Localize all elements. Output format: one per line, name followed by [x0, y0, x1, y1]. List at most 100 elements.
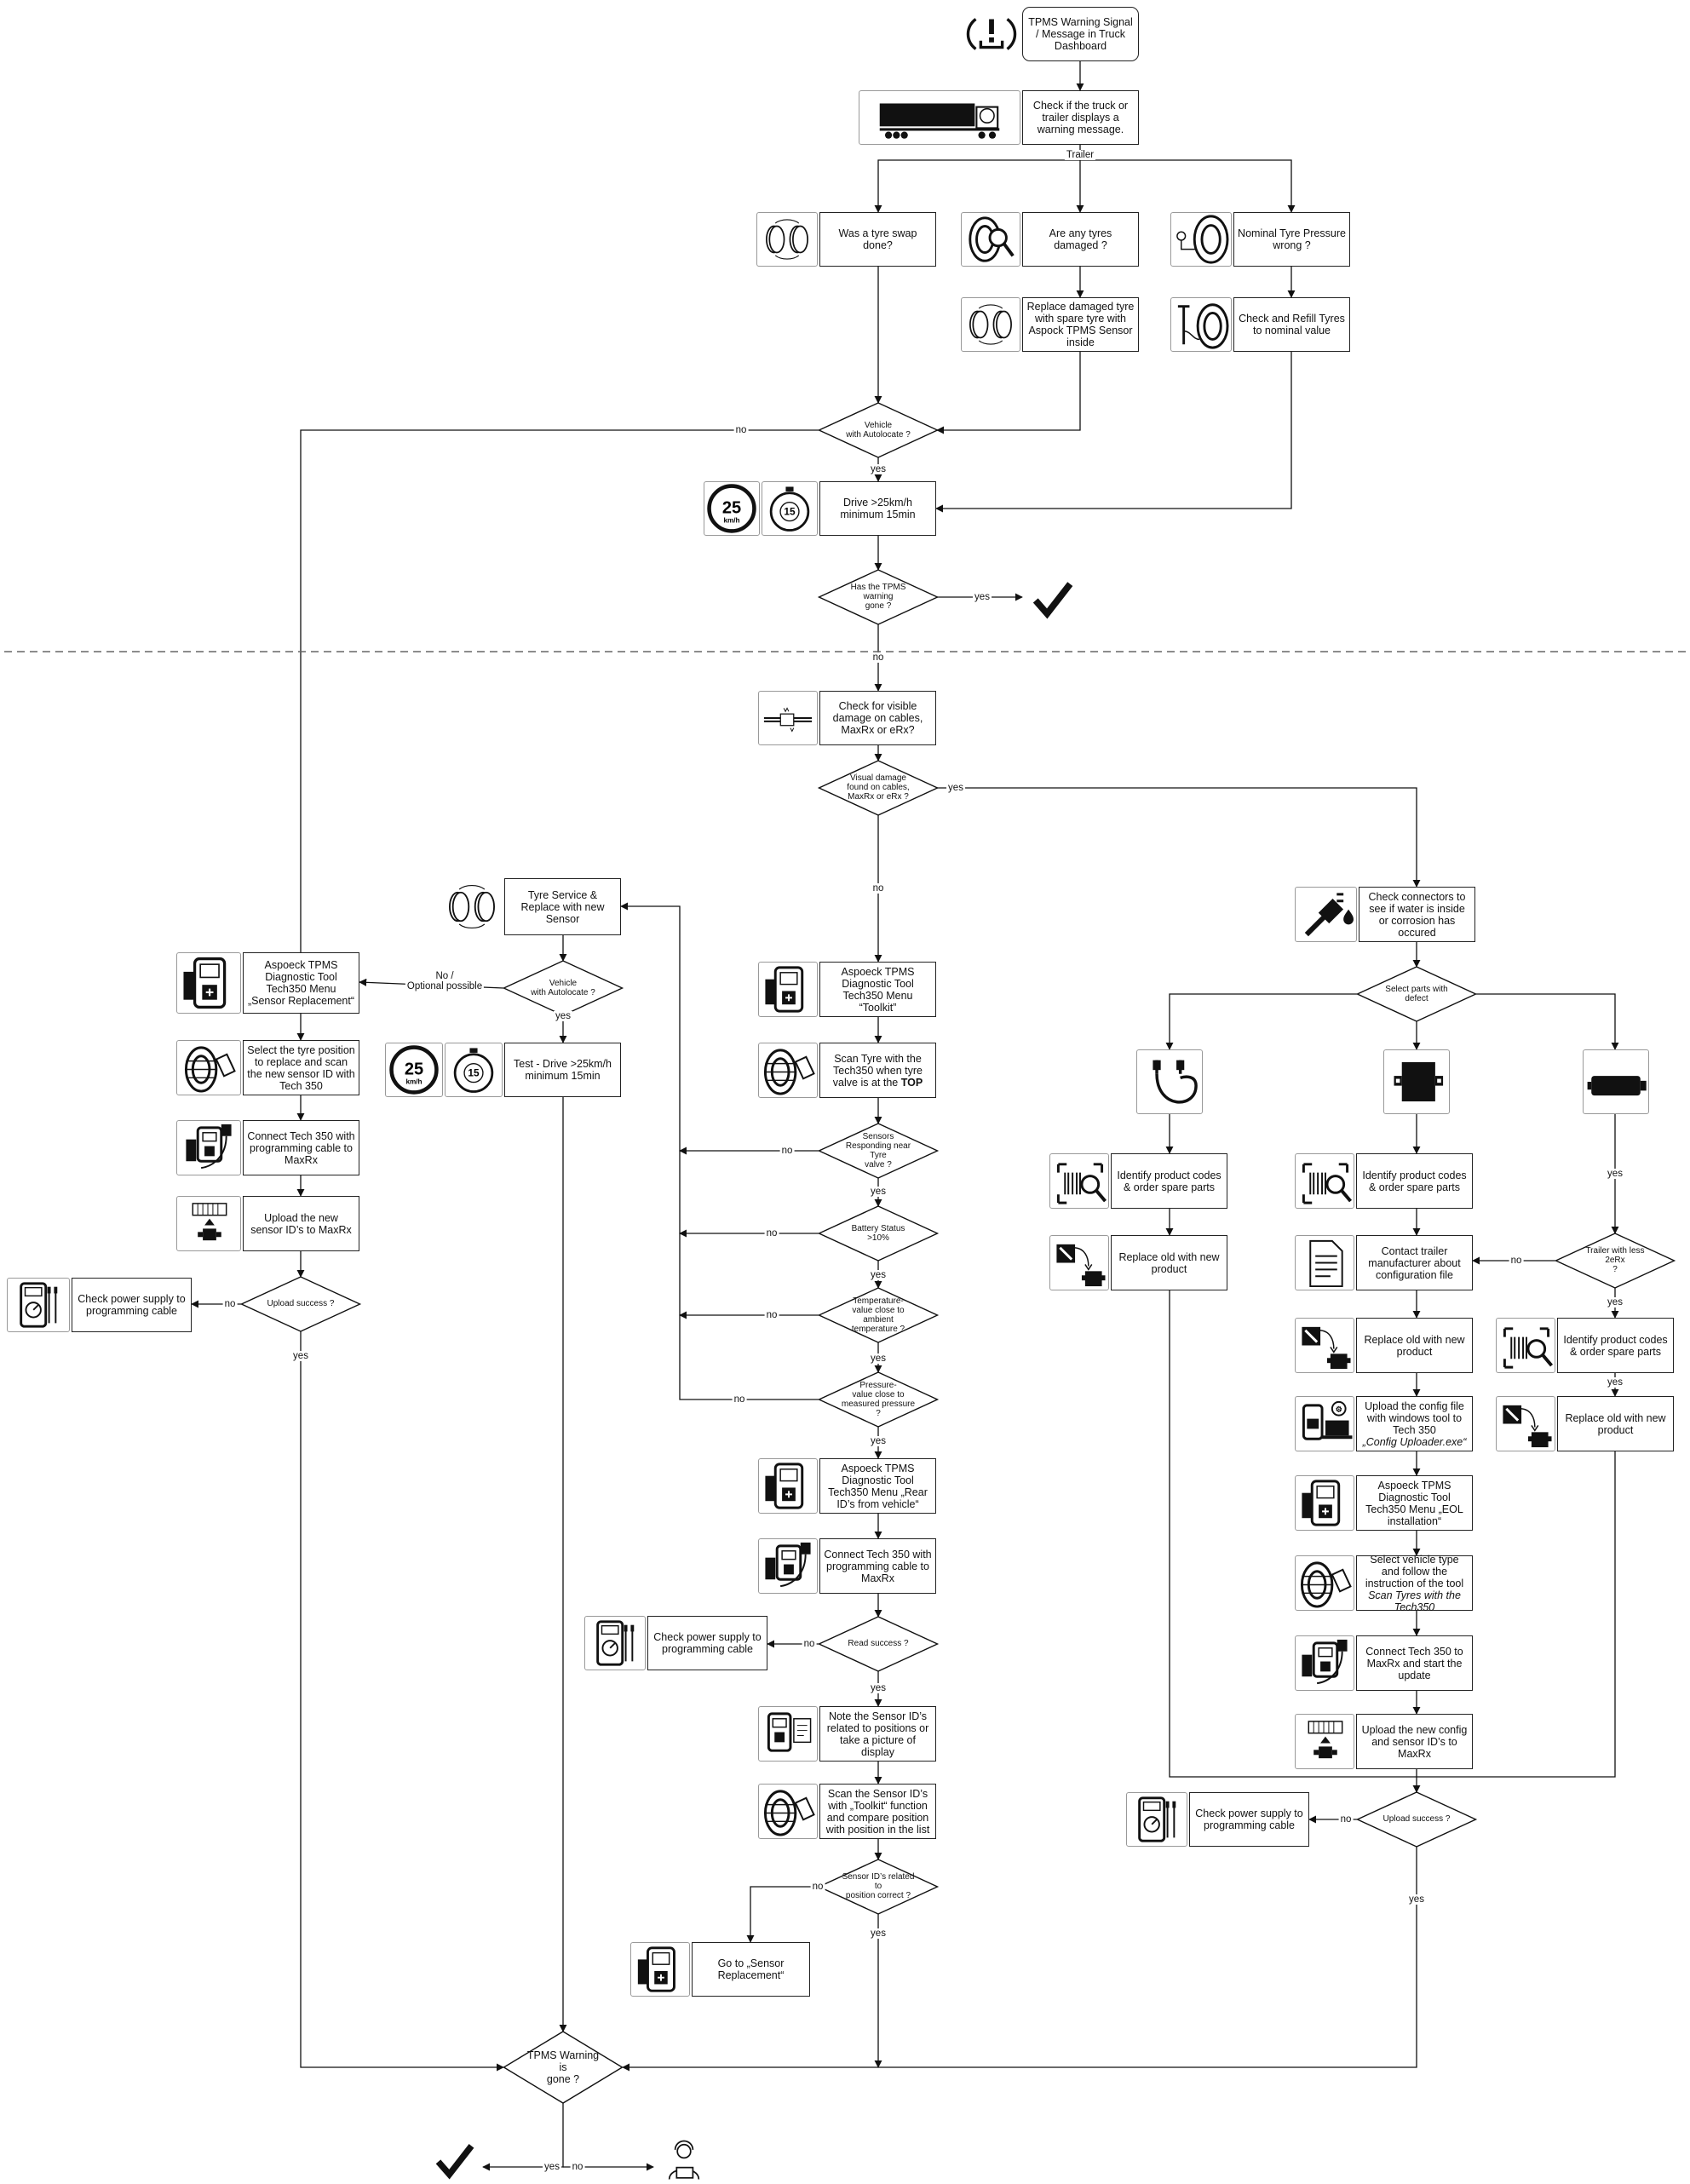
step-r2-replace: Replace old with new product	[1356, 1318, 1473, 1373]
decision-shape-trailer-2rx	[1554, 1233, 1676, 1289]
step-tyres-damaged: Are any tyres damaged ?	[1022, 212, 1139, 267]
edge-label-no-final: no	[570, 2162, 585, 2172]
checkmark-icon	[430, 2138, 480, 2182]
edge-label-yes-battery: yes	[869, 1270, 888, 1280]
edge-label-trailer: Trailer	[1064, 150, 1096, 160]
decision-sensor-ids: Sensor ID’s related to position correct …	[842, 1872, 915, 1901]
edge-label-no-battery: no	[764, 1228, 779, 1239]
replace-part-icon	[1295, 1318, 1354, 1373]
tech350-tool-icon	[758, 1458, 818, 1514]
edge-label-yes-damage: yes	[946, 783, 965, 793]
step-l-select: Select the tyre position to replace and …	[243, 1040, 359, 1095]
step-m-note: Note the Sensor ID’s related to position…	[819, 1706, 936, 1762]
decision-read: Read success ?	[848, 1639, 909, 1649]
barcode-search-icon	[1496, 1318, 1555, 1373]
svg-text:km/h: km/h	[723, 516, 739, 524]
tyre-swap-icon	[961, 297, 1020, 352]
decision-shape-final	[503, 2031, 624, 2104]
tech350-tool-icon	[758, 962, 818, 1017]
connector-arrow	[300, 429, 819, 952]
connector-arrow	[874, 145, 1081, 213]
step-m-tool: Aspoeck TPMS Diagnostic Tool Tech350 Men…	[819, 962, 936, 1017]
decision-shape-pressure	[817, 1371, 940, 1428]
tyre-pump-icon	[1170, 297, 1232, 352]
tech350-tool-icon	[1295, 1475, 1354, 1531]
step-r2-upload: Upload the config file with windows tool…	[1356, 1396, 1473, 1451]
tyre-scan-icon	[1295, 1555, 1354, 1611]
step-start: TPMS Warning Signal / Message in Truck D…	[1022, 7, 1139, 61]
step-l-tool: Aspoeck TPMS Diagnostic Tool Tech350 Men…	[243, 952, 359, 1014]
decision-shape-read	[817, 1616, 940, 1672]
config-upload-icon: ⚙	[1295, 1396, 1354, 1451]
connector-arrow	[1165, 993, 1357, 1050]
timer-15-icon: 15	[445, 1043, 503, 1097]
decision-shape-upload-left	[239, 1276, 362, 1332]
step-test-drive: Test - Drive >25km/h minimum 15min	[504, 1043, 621, 1097]
edge-label-no-optional: No / Optional possible	[405, 971, 485, 991]
step-m-scan2: Scan the Sensor ID’s with „Toolkit“ func…	[819, 1784, 936, 1839]
decision-upload-right: Upload success ?	[1382, 1814, 1451, 1825]
step-m-scan: Scan Tyre with the Tech350 when tyre val…	[819, 1043, 936, 1098]
step-goto-sensor: Go to „Sensor Replacement“	[692, 1942, 810, 1997]
edge-label-yes-pressure: yes	[869, 1436, 888, 1446]
edge-label-yes-autolocate2: yes	[554, 1011, 572, 1021]
step-text: Upload the config file with windows tool…	[1365, 1399, 1464, 1436]
connector-arrow	[1476, 993, 1619, 1050]
step-r2-contact: Contact trailer manufacturer about confi…	[1356, 1235, 1473, 1290]
decision-shape-temperature	[817, 1287, 940, 1343]
decision-shape-warning-gone	[817, 569, 940, 625]
step-refill: Check and Refill Tyres to nominal value	[1233, 297, 1350, 352]
connector-arrow	[620, 902, 819, 1400]
decision-final: TPMS Warning is gone ?	[526, 2049, 600, 2085]
step-text-emphasis: „Config Uploader.exe“	[1362, 1435, 1467, 1448]
step-replace-damaged: Replace damaged tyre with spare tyre wit…	[1022, 297, 1139, 352]
upload-sensor-icon	[176, 1196, 241, 1251]
step-text-emphasis: Scan Tyres with the Tech350	[1368, 1589, 1461, 1613]
decision-visual-damage: Visual damage found on cables, MaxRx or …	[847, 773, 910, 802]
decision-shape-select-parts	[1355, 966, 1478, 1022]
step-tyre-service: Tyre Service & Replace with new Sensor	[504, 878, 621, 935]
edge-label-yes-final: yes	[543, 2162, 561, 2172]
decision-shape-sensor-ids	[817, 1859, 940, 1915]
multimeter-icon	[1126, 1792, 1187, 1847]
connector-arrow	[936, 352, 1081, 434]
connector-arrow	[1417, 1451, 1616, 1778]
checkmark-icon	[1029, 575, 1077, 623]
multimeter-icon	[7, 1278, 70, 1332]
connector-arrow	[746, 1886, 819, 1943]
connector-arrow	[1080, 159, 1296, 213]
programming-cable-icon	[1295, 1635, 1354, 1691]
step-r1-identify: Identify product codes & order spare par…	[1111, 1153, 1227, 1209]
decision-warning-gone: Has the TPMS warning gone ?	[850, 583, 906, 612]
edge-label-yes-read: yes	[869, 1683, 888, 1693]
edge-label-yes-sensors: yes	[869, 1187, 888, 1197]
decision-autolocate2: Vehicle with Autolocate ?	[531, 978, 595, 997]
step-check-truck: Check if the truck or trailer displays a…	[1022, 90, 1139, 145]
edge-label-no-upload-right: no	[1338, 1814, 1354, 1825]
step-text: Scan Tyre with the Tech350 when tyre val…	[832, 1052, 923, 1089]
edge-label-yes-upload-right: yes	[1407, 1894, 1426, 1905]
edge-label-no-upload-left: no	[222, 1299, 238, 1309]
step-l-power: Check power supply to programming cable	[72, 1278, 192, 1332]
edge-label-no-ids: no	[810, 1882, 825, 1892]
note-icon	[758, 1706, 818, 1762]
edge-label-yes-r3b: yes	[1606, 1377, 1624, 1388]
edge-label-yes-2rx: yes	[1606, 1297, 1624, 1308]
step-m-connect: Connect Tech 350 with programming cable …	[819, 1538, 936, 1594]
decision-upload-left: Upload success ?	[267, 1299, 335, 1309]
step-check-cables: Check for visible damage on cables, MaxR…	[819, 691, 936, 745]
edge-label-yes-r3: yes	[1606, 1169, 1624, 1179]
programming-cable-icon	[758, 1538, 818, 1594]
step-pressure-wrong: Nominal Tyre Pressure wrong ?	[1233, 212, 1350, 267]
cable-damage-icon	[758, 691, 818, 745]
step-r1-replace: Replace old with new product	[1111, 1235, 1227, 1290]
edge-label-yes-autolocate: yes	[869, 464, 888, 474]
step-l-upload: Upload the new sensor ID’s to MaxRx	[243, 1196, 359, 1251]
svg-text:15: 15	[784, 505, 796, 517]
step-tyre-swap: Was a tyre swap done?	[819, 212, 936, 267]
decision-pressure: Pressure- value close to measured pressu…	[841, 1380, 916, 1418]
edge-label-no-2rx: no	[1509, 1256, 1524, 1266]
